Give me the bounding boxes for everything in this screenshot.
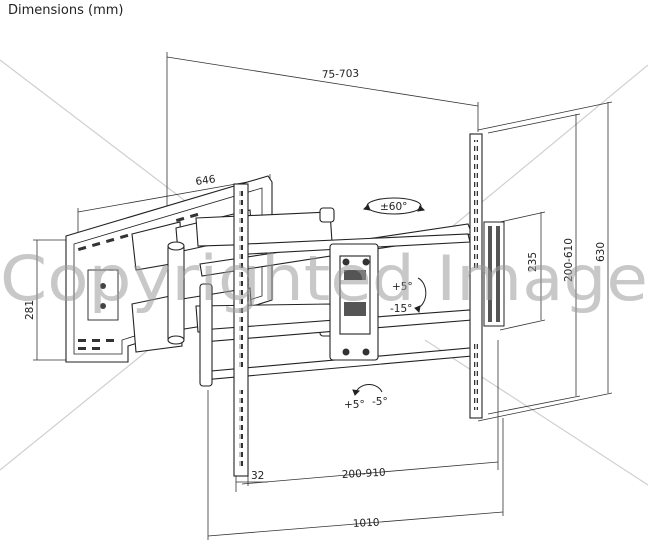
dimension-labels: 75-703 646 281 235 200-610 630 32 200-91…: [24, 68, 607, 530]
label-swivel: ±60°: [380, 201, 407, 213]
left-vertical-rail: [233, 183, 249, 477]
label-total-width: 1010: [353, 517, 380, 530]
label-tilt-up: +5°: [392, 281, 413, 293]
right-vertical-rail: [469, 133, 505, 419]
label-level-minus: -5°: [372, 396, 388, 408]
label-top-depth: 75-703: [322, 68, 360, 81]
rotation-arrows: [352, 197, 427, 396]
label-vesa-vertical: 200-610: [563, 238, 575, 282]
diagram-title: Dimensions (mm): [8, 3, 124, 18]
label-vesa-horizontal: 200-910: [342, 467, 386, 481]
label-arm-width: 646: [195, 173, 217, 188]
label-wall-height: 281: [24, 300, 36, 320]
angle-labels: ±60° +5° -15° +5° -5°: [344, 201, 413, 411]
label-tilt-down: -15°: [390, 303, 412, 315]
label-total-height: 630: [595, 242, 607, 262]
label-rail-width: 32: [251, 470, 264, 482]
label-hole-vertical: 235: [527, 252, 539, 272]
wall-plate-slots: [77, 212, 199, 350]
watermark-text: Copyrighted Image: [0, 242, 648, 315]
label-level-plus: +5°: [344, 399, 365, 411]
tv-bracket: [199, 223, 473, 387]
